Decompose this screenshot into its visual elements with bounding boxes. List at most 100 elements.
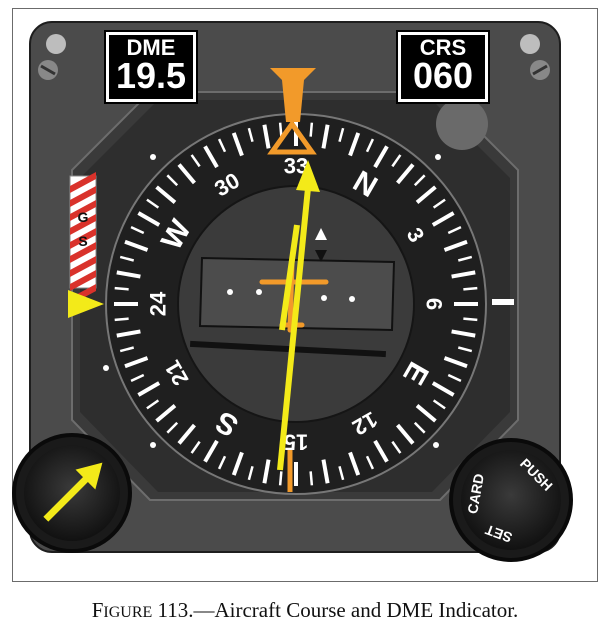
- compass-tick: [415, 404, 437, 423]
- compass-label: 6: [422, 298, 447, 310]
- knob-arrow-icon: [43, 462, 103, 522]
- compass-tick: [457, 255, 473, 262]
- gs-flag-stripe: [70, 186, 96, 207]
- compass-tick: [155, 185, 177, 204]
- gs-flag-letter-2: S: [78, 233, 87, 249]
- dme-value: 19.5: [115, 55, 187, 96]
- compass-tick: [413, 421, 426, 434]
- compass-tick: [431, 211, 455, 227]
- compass-label: 24: [146, 291, 171, 316]
- screw-icon: [38, 34, 550, 80]
- gs-flag-stripe: [70, 228, 96, 249]
- gs-flag-stripe: [70, 214, 96, 235]
- compass-tick: [190, 440, 201, 454]
- compass-tick: [432, 198, 446, 209]
- compass-tick: [166, 174, 179, 187]
- compass-tick: [137, 211, 161, 227]
- compass-tick: [177, 423, 196, 445]
- compass-tick: [447, 225, 462, 235]
- compass-tick: [432, 399, 446, 410]
- compass-tick: [146, 198, 160, 209]
- to-from-triangle-icon: [315, 228, 327, 262]
- gs-flag-stripe: [70, 172, 96, 193]
- course-knob[interactable]: [12, 433, 132, 553]
- card-set-knob[interactable]: CARD PUSH SET: [449, 438, 573, 562]
- compass-tick: [124, 239, 149, 252]
- compass-tick: [155, 404, 177, 423]
- heading-reference-bar: [189, 340, 387, 358]
- dme-label: DME: [126, 35, 176, 60]
- compass-tick: [396, 163, 415, 185]
- compass-tick: [338, 127, 345, 143]
- compass-tick: [321, 459, 330, 484]
- compass-tick: [463, 317, 478, 322]
- compass-tick: [177, 163, 196, 185]
- compass-tick: [373, 439, 389, 463]
- crs-value: 060: [412, 55, 474, 96]
- compass-ticks: [114, 122, 478, 486]
- caption-figure-rest: IGURE: [103, 604, 153, 621]
- compass-tick: [413, 174, 426, 187]
- compass-tick: [451, 270, 476, 279]
- compass-tick: [203, 145, 219, 169]
- compass-tick: [365, 138, 375, 153]
- compass-tick: [146, 399, 160, 410]
- compass-tick: [443, 239, 468, 252]
- compass-tick: [137, 381, 161, 397]
- deviation-dots: [227, 289, 355, 302]
- compass-tick: [217, 455, 227, 470]
- dme-readout: DME 19.5: [104, 30, 198, 104]
- figure-caption: FIGURE 113.—Aircraft Course and DME Indi…: [0, 598, 610, 623]
- compass-tick: [124, 356, 149, 369]
- compass-label: 15: [284, 430, 308, 455]
- glideslope-pointer-icon: [68, 290, 104, 318]
- compass-tick: [166, 421, 179, 434]
- compass-tick: [116, 329, 141, 338]
- compass-tick: [338, 465, 345, 481]
- compass-tick: [463, 286, 478, 291]
- compass-tick: [190, 154, 201, 168]
- caption-figure-first: F: [91, 598, 104, 622]
- gs-flag-stripe: [70, 270, 96, 291]
- compass-tick: [278, 122, 283, 137]
- compass-tick: [348, 132, 361, 157]
- compass-tick: [451, 329, 476, 338]
- compass-tick: [231, 132, 244, 157]
- compass-tick: [365, 455, 375, 470]
- compass-tick: [116, 270, 141, 279]
- compass-tick: [309, 122, 314, 137]
- compass-tick: [247, 127, 254, 143]
- compass-tick: [431, 381, 455, 397]
- compass-tick: [119, 255, 135, 262]
- compass-tick: [415, 185, 437, 204]
- compass-tick: [114, 317, 129, 322]
- caption-text: 113.—Aircraft Course and DME Indicator.: [152, 598, 519, 622]
- compass-tick: [443, 356, 468, 369]
- index-marks: [103, 154, 514, 448]
- compass-tick: [217, 138, 227, 153]
- compass-tick: [396, 423, 415, 445]
- compass-tick: [391, 440, 402, 454]
- compass-tick: [262, 459, 271, 484]
- gs-flag-stripe: [70, 256, 96, 277]
- heading-bug-icon: [267, 68, 317, 492]
- compass-tick: [309, 471, 314, 486]
- compass-tick: [348, 451, 361, 476]
- display-sensor: [436, 98, 488, 150]
- compass-tick: [231, 451, 244, 476]
- compass-tick: [203, 439, 219, 463]
- compass-tick: [447, 373, 462, 383]
- gs-flag-stripe: [70, 200, 96, 221]
- compass-tick: [391, 154, 402, 168]
- gs-flag-letter-1: G: [78, 209, 89, 225]
- compass-tick: [262, 124, 271, 149]
- course-arrow-icon: [277, 160, 320, 471]
- compass-tick: [457, 346, 473, 353]
- compass-tick: [278, 471, 283, 486]
- compass-tick: [321, 124, 330, 149]
- compass-tick: [130, 225, 145, 235]
- compass-tick: [373, 145, 389, 169]
- compass-tick: [247, 465, 254, 481]
- knob-label-card: CARD: [464, 472, 487, 515]
